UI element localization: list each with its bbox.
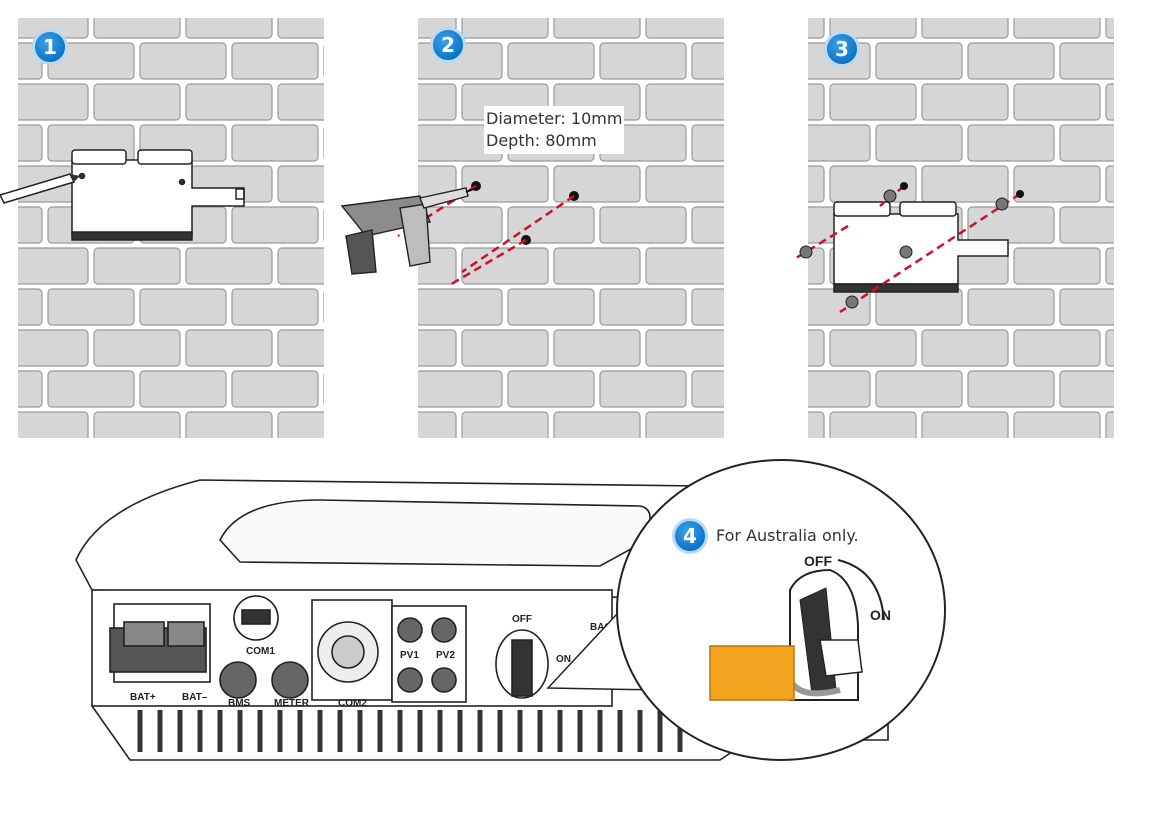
step-2-badge: 2	[430, 27, 466, 63]
mounting-bracket-3	[833, 201, 1009, 293]
expansion-bolts	[795, 182, 1024, 314]
drill-icon	[340, 187, 477, 275]
step-4-badge: 4	[672, 518, 708, 554]
step-4-number: 4	[683, 524, 697, 548]
step-1-number: 1	[43, 35, 57, 59]
label-bat-minus: BAT–	[182, 692, 208, 703]
zoom-circle: OFF ON	[616, 459, 946, 761]
padlock-icon	[709, 645, 795, 701]
marker-pen	[0, 173, 80, 204]
label-com2: COM2	[338, 698, 367, 709]
australia-note: For Australia only.	[716, 526, 859, 545]
diameter-text: Diameter: 10mm	[486, 109, 623, 128]
zoom-label-off: OFF	[804, 553, 832, 569]
label-bms: BMS	[228, 698, 251, 709]
label-pv2: PV2	[436, 650, 455, 661]
mounting-bracket-1	[71, 149, 245, 241]
inverter-labels: BAT+ BAT– COM1 BMS METER COM2 PV1 PV2 OF…	[130, 614, 620, 709]
step-1-badge: 1	[32, 29, 68, 65]
zoom-label-on: ON	[870, 607, 891, 623]
label-switch-on: ON	[556, 654, 571, 665]
step-2-number: 2	[441, 33, 455, 57]
label-switch-off: OFF	[512, 614, 532, 625]
depth-text: Depth: 80mm	[486, 131, 597, 150]
label-com1: COM1	[246, 646, 275, 657]
step-3-number: 3	[835, 37, 849, 61]
drill-dimensions: Diameter: 10mm Depth: 80mm	[484, 106, 625, 154]
brick-wall-2	[418, 18, 724, 438]
step-3-badge: 3	[824, 31, 860, 67]
label-pv1: PV1	[400, 650, 419, 661]
label-meter: METER	[274, 698, 310, 709]
label-bat-plus: BAT+	[130, 692, 156, 703]
